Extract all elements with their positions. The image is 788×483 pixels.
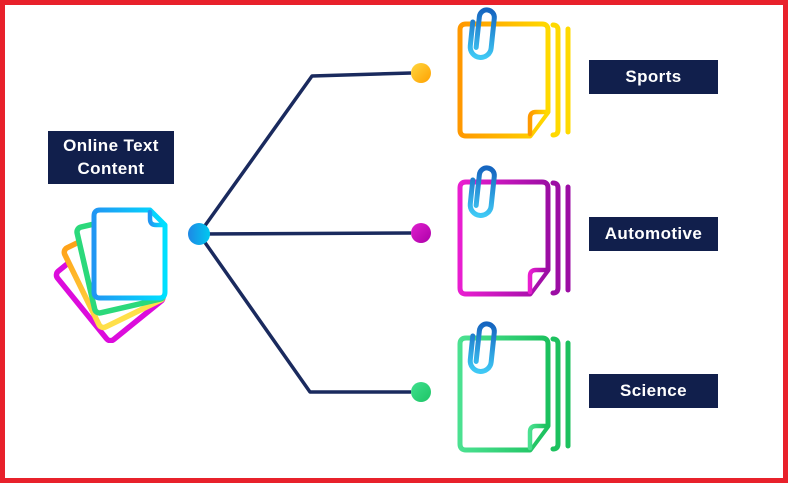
document-text-lines [473, 364, 538, 422]
back-page-1 [550, 336, 561, 452]
branch-label-science: Science [589, 374, 718, 408]
branch-dot-automotive [411, 223, 431, 243]
branch-label-text: Sports [625, 67, 682, 86]
sports-document-icon [457, 7, 571, 139]
science-document-icon [457, 321, 571, 453]
folded-corner [527, 423, 549, 451]
branch-line-science [197, 232, 411, 394]
root-label-line1: Online Text [63, 136, 159, 156]
root-node-label: Online Text Content [48, 131, 174, 184]
document-text-lines [473, 208, 538, 266]
branch-label-text: Automotive [604, 224, 703, 243]
branch-label-sports: Sports [589, 60, 718, 94]
branch-label-text: Science [619, 381, 688, 400]
branch-dot-sports [411, 63, 431, 83]
document-text-lines [473, 50, 538, 108]
paperclip-icon [467, 165, 497, 218]
connector-lines [188, 63, 431, 402]
paperclip-icon [467, 7, 497, 60]
automotive-document-icon [457, 165, 571, 297]
folded-corner [527, 267, 549, 295]
branch-line-sports [197, 71, 412, 236]
root-label-line2: Content [77, 158, 145, 178]
branch-line-automotive [198, 231, 412, 236]
branch-dot-science [411, 382, 431, 402]
branch-label-automotive: Automotive [589, 217, 718, 251]
stack-front-document [91, 207, 168, 301]
paperclip-icon [467, 321, 497, 374]
hub-dot [188, 223, 210, 245]
back-page-1 [550, 180, 561, 296]
document-stack-icon [53, 207, 168, 343]
back-page-1 [550, 22, 561, 138]
folded-corner [527, 109, 549, 137]
